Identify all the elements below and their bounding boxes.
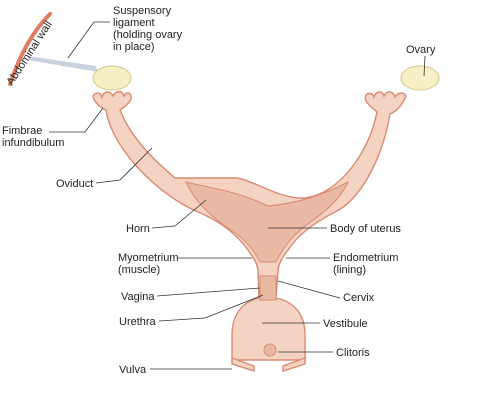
vagina-leader	[156, 287, 261, 297]
cervix-leader	[277, 280, 341, 299]
horn-leader	[151, 199, 207, 229]
label-suspensory-ligament: Suspensory ligament (holding ovary in pl…	[113, 5, 185, 53]
right-ovary-shape	[400, 65, 440, 91]
cervix-shape	[259, 275, 277, 301]
label-myometrium: Myometrium (muscle)	[118, 252, 182, 276]
label-urethra: Urethra	[119, 316, 157, 328]
oviduct-leader	[95, 147, 153, 184]
label-cervix: Cervix	[343, 292, 375, 304]
label-suspensory-line-2: ligament	[113, 17, 155, 29]
label-body-of-uterus: Body of uterus	[330, 223, 401, 235]
left-ovary-shape	[92, 65, 132, 91]
label-endometrium-line-2: (lining)	[333, 264, 366, 276]
label-vestibule: Vestibule	[323, 318, 368, 330]
label-endometrium: Endometrium (lining)	[333, 252, 401, 276]
urethra-leader	[158, 294, 264, 322]
label-ovary: Ovary	[406, 44, 436, 56]
uterine-body-inner	[185, 180, 350, 263]
ovary-leader	[423, 55, 426, 77]
fimbrae-leader	[49, 107, 104, 133]
label-abdominal-wall: Abdominal wall	[4, 19, 54, 88]
label-vagina: Vagina	[121, 291, 155, 303]
label-suspensory-line-3: (holding ovary	[113, 29, 183, 41]
label-suspensory-line-4: in place)	[113, 41, 155, 53]
label-fimbrae-line-1: Fimbrae	[2, 125, 42, 137]
label-fimbrae: Fimbrae infundibulum	[2, 125, 64, 149]
label-clitoris: Clitoris	[336, 347, 370, 359]
label-myometrium-line-1: Myometrium	[118, 252, 179, 264]
label-vulva: Vulva	[119, 364, 147, 376]
vulva-right-shape	[282, 357, 306, 372]
label-fimbrae-line-2: infundibulum	[2, 137, 64, 149]
suspensory-ligament-shape	[28, 56, 98, 72]
label-horn: Horn	[126, 223, 150, 235]
label-myometrium-line-2: (muscle)	[118, 264, 160, 276]
label-suspensory-line-1: Suspensory	[113, 5, 172, 17]
label-endometrium-line-1: Endometrium	[333, 252, 398, 264]
suspensory-leader	[67, 21, 110, 59]
clitoris-shape	[263, 343, 277, 357]
vulva-left-shape	[231, 357, 255, 372]
label-oviduct: Oviduct	[56, 178, 93, 190]
abdominal-wall-shape	[8, 12, 52, 86]
